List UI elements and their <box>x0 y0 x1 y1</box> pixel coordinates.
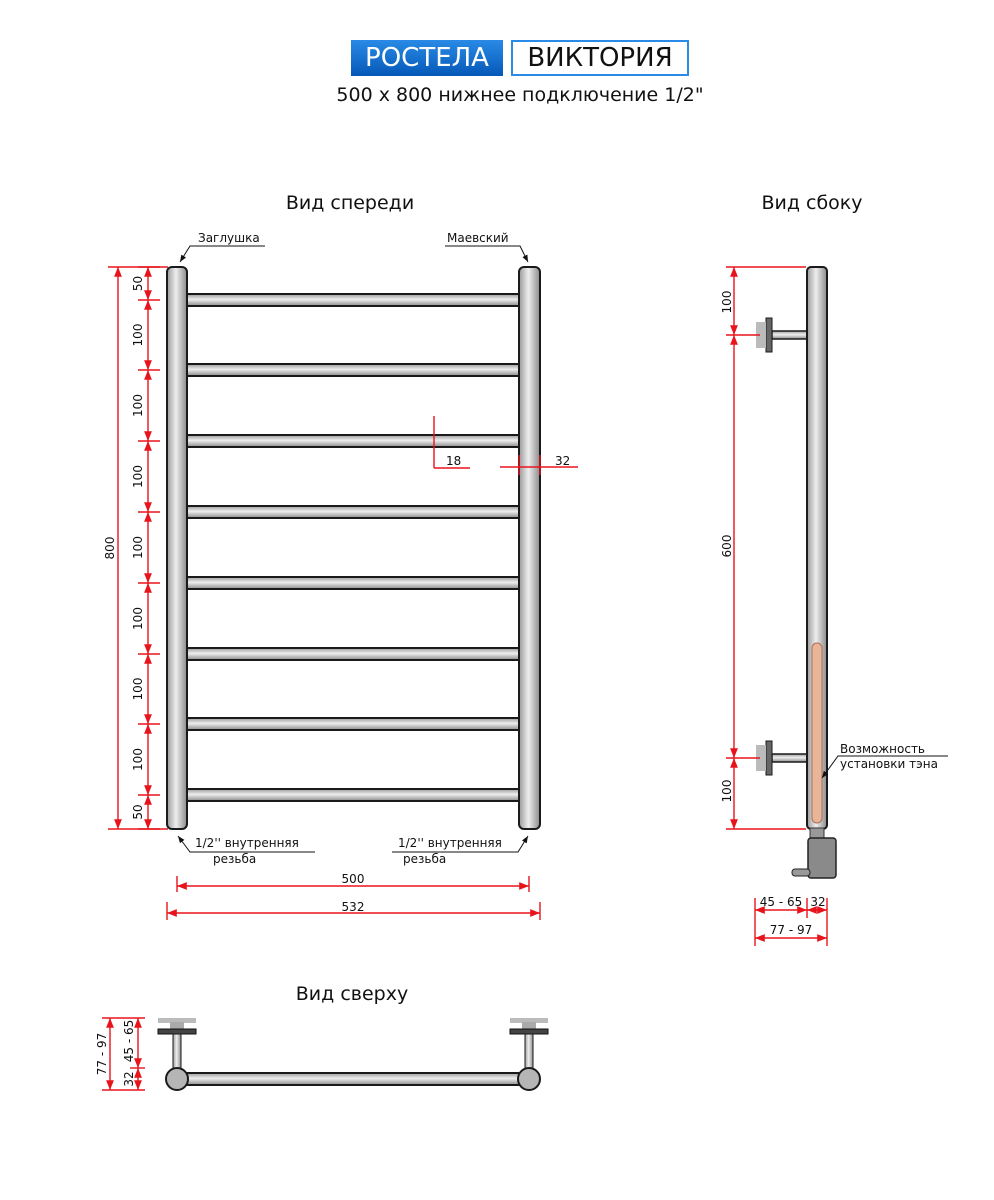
label-thread-right-2: резьба <box>403 852 446 866</box>
rung <box>179 647 525 661</box>
thread-left-leader <box>177 835 315 853</box>
dim-spacing-label: 50 <box>131 804 145 819</box>
rung <box>179 505 525 519</box>
model-name: ВИКТОРИЯ <box>511 40 689 76</box>
rung <box>179 293 525 307</box>
rungs <box>179 293 525 802</box>
dim-total-height-label: 800 <box>103 537 117 560</box>
dim-spacing-label: 50 <box>131 276 145 291</box>
right-rail <box>518 266 541 830</box>
side-dim-bottom: 100 <box>720 780 734 803</box>
heater-knob <box>791 868 811 877</box>
left-rail <box>166 266 188 830</box>
heater-box <box>807 837 837 879</box>
thread-right-leader <box>392 835 529 853</box>
rung <box>179 434 525 448</box>
top-dim-total-depth: 77 - 97 <box>95 1033 109 1076</box>
top-dim-wall-offset: 45 - 65 <box>122 1020 136 1063</box>
spacing-dims: 50 100 100 100 100 100 100 100 50 <box>131 266 160 830</box>
dim-rail-diameter: 32 <box>555 454 570 468</box>
heater-label-2: установки тэна <box>840 757 938 771</box>
dim-spacing-label: 100 <box>131 748 145 771</box>
top-view-title: Вид сверху <box>296 983 408 1005</box>
rung <box>179 788 525 802</box>
mayevsky-leader <box>445 245 529 263</box>
top-rail-left <box>165 1067 189 1091</box>
rung <box>179 576 525 590</box>
label-thread-right-1: 1/2'' внутренняя <box>398 836 502 850</box>
plug-leader <box>179 245 265 263</box>
heater-leader <box>821 755 948 779</box>
brand-logo: РОСТЕЛА <box>351 40 503 76</box>
dim-spacing-label: 100 <box>131 536 145 559</box>
top-dim-tube: 32 <box>122 1071 136 1086</box>
side-dim-tube: 32 <box>810 895 825 909</box>
top-bracket-left <box>157 1018 197 1071</box>
rung <box>179 717 525 731</box>
dim-spacing-label: 100 <box>131 607 145 630</box>
side-bracket-top <box>756 317 809 353</box>
side-dim-middle: 600 <box>720 535 734 558</box>
front-view-title: Вид спереди <box>286 192 414 214</box>
dim-rung-diameter: 18 <box>446 454 461 468</box>
top-bracket-right <box>509 1018 549 1071</box>
dim-spacing-label: 100 <box>131 465 145 488</box>
side-view-title: Вид сбоку <box>761 192 862 214</box>
side-dim-top: 100 <box>720 291 734 314</box>
top-rail-right <box>517 1067 541 1091</box>
dim-spacing-label: 100 <box>131 324 145 347</box>
side-dim-total-depth: 77 - 97 <box>770 923 813 937</box>
label-plug: Заглушка <box>198 231 260 245</box>
dim-spacing-label: 100 <box>131 394 145 417</box>
label-thread-left-2: резьба <box>213 852 256 866</box>
rung <box>179 363 525 377</box>
dim-axis-width-label: 500 <box>342 872 365 886</box>
heater-label-1: Возможность <box>840 742 925 756</box>
top-rung <box>176 1072 530 1086</box>
dim-total-width-label: 532 <box>342 900 365 914</box>
side-bracket-bottom <box>756 740 809 776</box>
subtitle: 500 x 800 нижнее подключение 1/2" <box>336 84 704 106</box>
label-mayevsky: Маевский <box>447 231 509 245</box>
label-thread-left-1: 1/2'' внутренняя <box>195 836 299 850</box>
side-dim-wall-offset: 45 - 65 <box>760 895 803 909</box>
heater-element <box>811 642 823 824</box>
dim-spacing-label: 100 <box>131 678 145 701</box>
